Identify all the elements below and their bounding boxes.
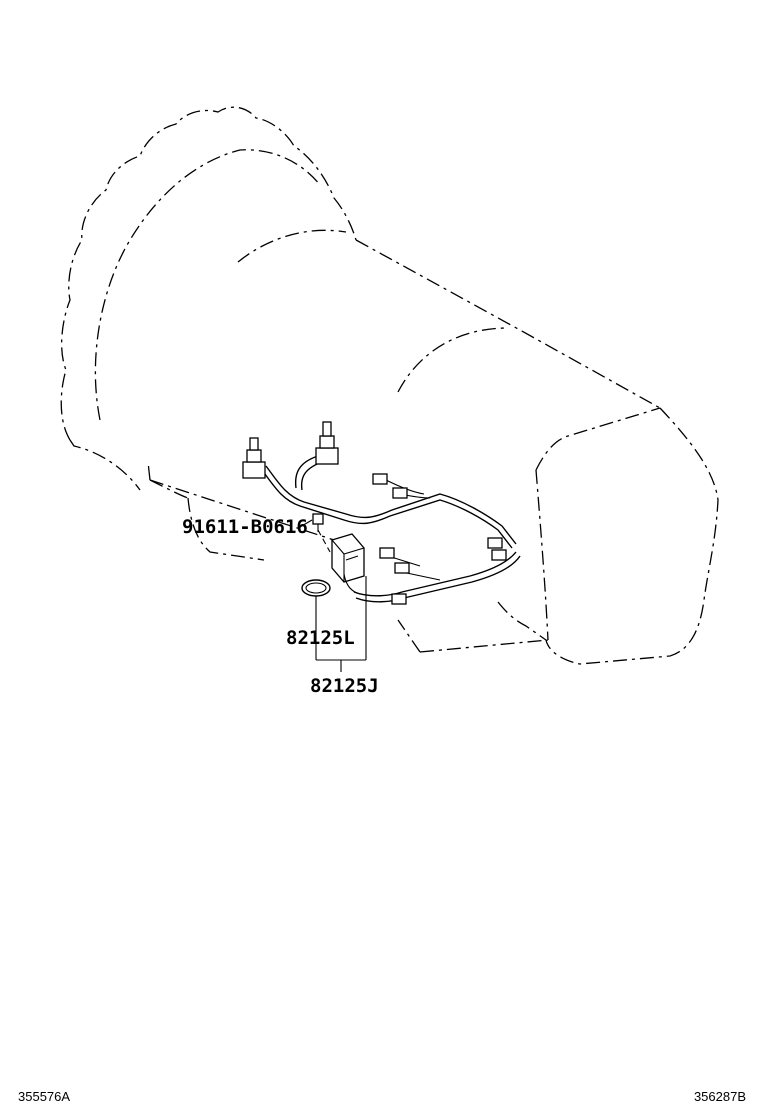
sensor-plug-right bbox=[315, 421, 339, 465]
harness-connectors bbox=[372, 473, 507, 605]
figure-code-right: 356287B bbox=[693, 1089, 746, 1104]
figure-code-left: 355576A bbox=[18, 1089, 71, 1104]
sensor-plug-left bbox=[242, 437, 266, 479]
label-82125J: 82125J bbox=[310, 675, 379, 697]
bolt-part bbox=[312, 513, 331, 553]
label-82125L: 82125L bbox=[286, 627, 355, 649]
transmission-housing-outline bbox=[60, 106, 719, 665]
gasket-ring bbox=[301, 579, 331, 597]
harness-connector-block bbox=[331, 533, 365, 595]
leader-lines bbox=[299, 519, 367, 672]
wire-harness bbox=[261, 455, 521, 603]
label-91611-B0616: 91611-B0616 bbox=[182, 516, 308, 538]
